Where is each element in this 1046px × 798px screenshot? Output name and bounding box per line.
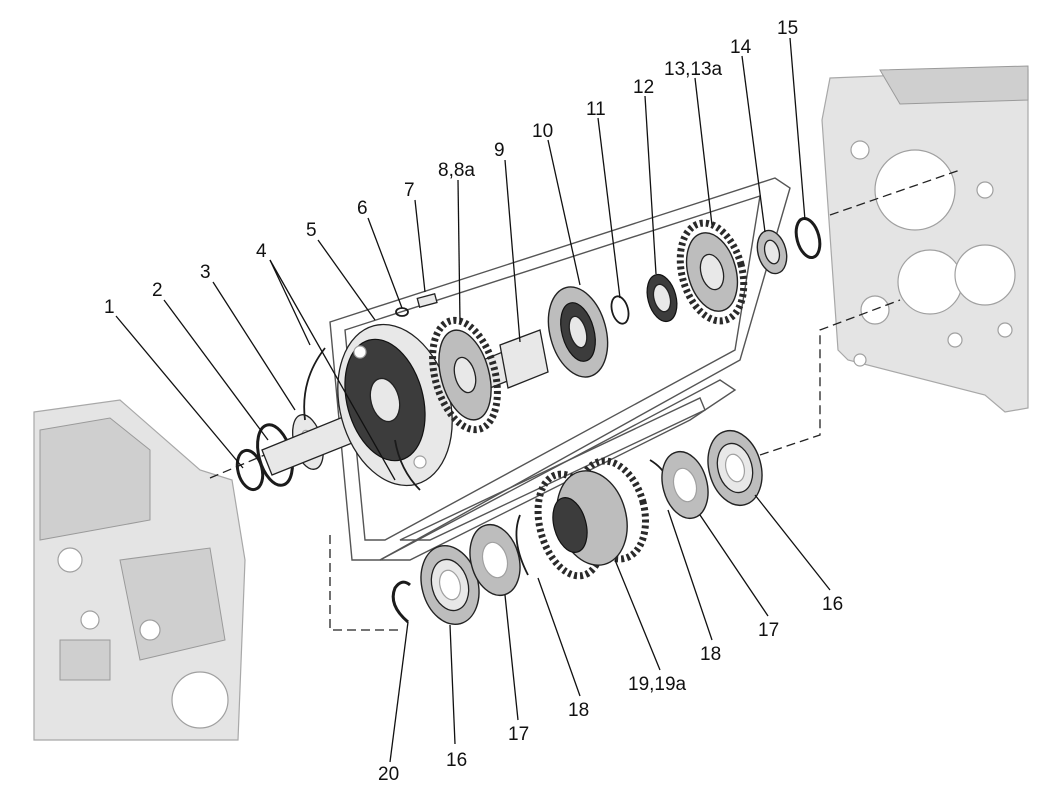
label-11: 11: [586, 99, 606, 120]
label-18-right: 18: [700, 644, 721, 665]
label-19: 19,19a: [628, 674, 687, 695]
label-7: 7: [404, 180, 415, 201]
gear-8: [429, 316, 501, 434]
circlip-1: [235, 448, 265, 492]
label-5: 5: [306, 220, 317, 241]
right-housing-plate: [821, 65, 1029, 413]
upper-shaft-assembly: [235, 216, 822, 492]
label-16-bottom: 16: [446, 750, 467, 771]
leader-lines: [115, 37, 831, 763]
label-6: 6: [357, 198, 368, 219]
label-10: 10: [532, 121, 553, 142]
label-2: 2: [152, 280, 163, 301]
washer-15: [794, 216, 822, 260]
section-frames: [329, 177, 791, 561]
label-15: 15: [777, 18, 798, 39]
label-14: 14: [730, 37, 752, 58]
retaining-ring-4b: [394, 439, 421, 491]
label-9: 9: [494, 140, 505, 161]
label-12: 12: [633, 77, 654, 98]
left-housing: [33, 399, 246, 741]
ring-11: [610, 295, 630, 325]
circlip-20: [391, 580, 411, 624]
label-16-right: 16: [822, 594, 843, 615]
label-17-right: 17: [758, 620, 779, 641]
label-13: 13,13a: [664, 59, 723, 80]
lower-shaft-assembly: [391, 429, 763, 626]
spline-sleeve-9: [499, 329, 549, 389]
label-4: 4: [256, 241, 267, 262]
label-1: 1: [104, 297, 115, 318]
label-17-bottom: 17: [508, 724, 529, 745]
label-8: 8,8a: [438, 160, 475, 181]
label-18-bottom: 18: [568, 700, 589, 721]
snap-ring-18-lower: [515, 514, 529, 576]
retaining-ring-4a: [303, 347, 326, 421]
part-labels: 1 2 3 4 5 6 7 8,8a 9 10 11 12 13,13a 14 …: [104, 18, 843, 785]
label-3: 3: [200, 262, 211, 283]
axis-lines: [209, 169, 961, 631]
gear-13: [676, 219, 748, 325]
label-20: 20: [378, 764, 399, 785]
bolt-7: [416, 293, 438, 308]
